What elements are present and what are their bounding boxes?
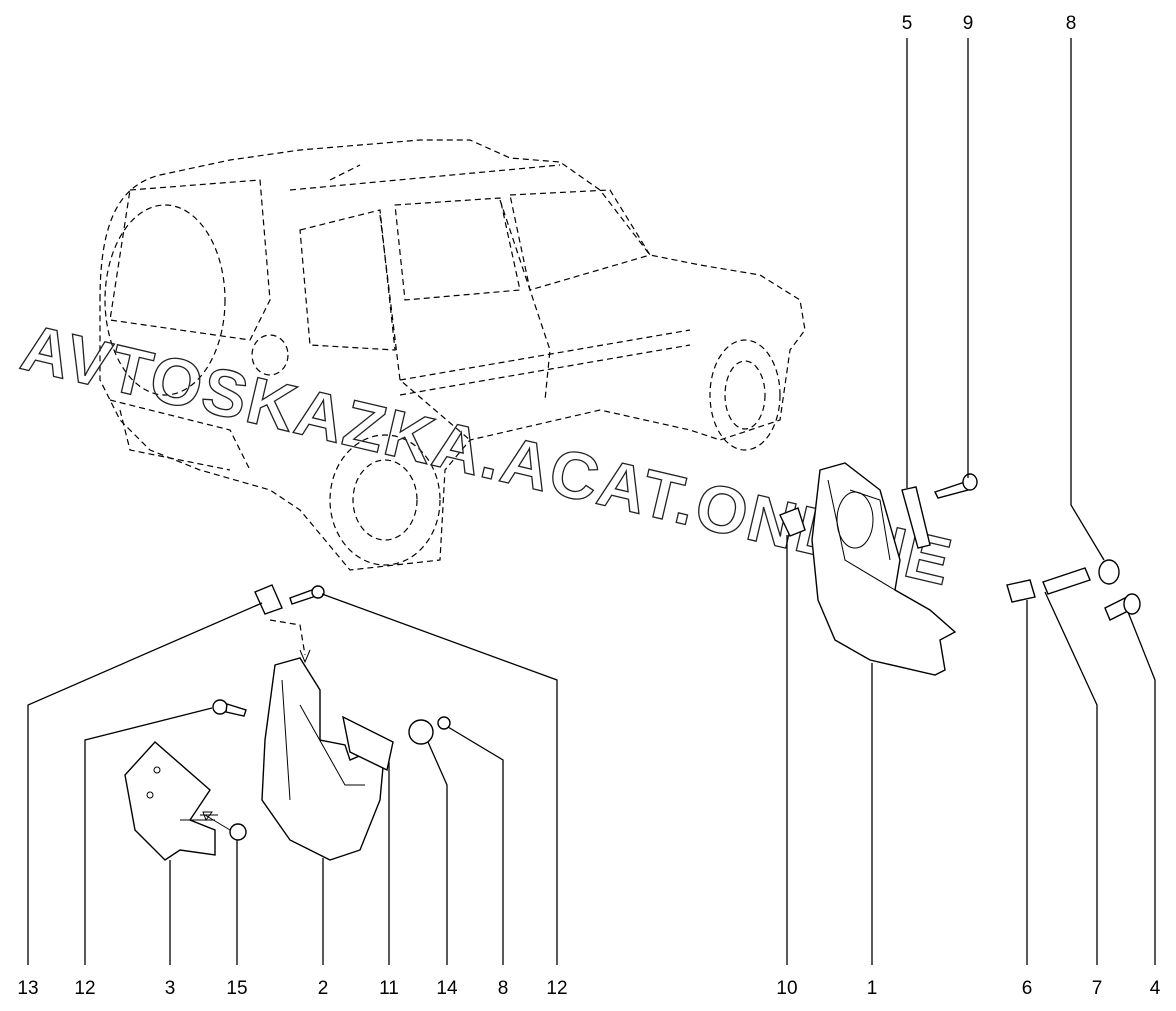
callout-9: 9 (963, 13, 974, 34)
callout-12-right: 12 (546, 978, 567, 999)
bracket-13 (254, 584, 283, 615)
callout-8-top: 8 (1066, 13, 1077, 34)
clip-10 (779, 507, 806, 537)
callout-14: 14 (436, 978, 458, 999)
callout-7: 7 (1092, 978, 1103, 999)
callout-4: 4 (1150, 978, 1161, 999)
callout-3: 3 (165, 978, 176, 999)
callout-12-left: 12 (74, 978, 95, 999)
callout-5: 5 (902, 13, 913, 34)
callout-13: 13 (17, 978, 38, 999)
nut-15 (229, 823, 247, 841)
callouts-bottom: 13 12 3 15 2 11 14 8 12 10 1 6 7 4 (17, 978, 1160, 999)
nut-8-right (1098, 559, 1120, 585)
callout-15: 15 (226, 978, 247, 999)
callout-2: 2 (318, 978, 329, 999)
right-mudflap-assembly (779, 462, 1141, 676)
mudflap-1 (811, 462, 957, 676)
callout-10: 10 (776, 978, 797, 999)
nut-8-left (437, 716, 451, 730)
callouts-top: 5 9 8 (902, 13, 1077, 34)
callout-8-bottom: 8 (498, 978, 509, 999)
callout-11: 11 (379, 978, 399, 999)
plate-11 (342, 715, 394, 772)
mudflap-2 (261, 657, 386, 861)
washer-14 (408, 719, 434, 745)
plate-6 (1006, 579, 1036, 603)
left-mudflap-assembly (124, 584, 451, 861)
leader-lines (27, 38, 1156, 965)
vehicle-illustration (99, 139, 806, 571)
screw-12-left (212, 699, 228, 715)
bracket-5 (901, 486, 931, 549)
bracket-3 (124, 741, 216, 861)
stud-7 (1042, 567, 1091, 595)
callout-1: 1 (867, 978, 878, 999)
callout-6: 6 (1022, 978, 1033, 999)
